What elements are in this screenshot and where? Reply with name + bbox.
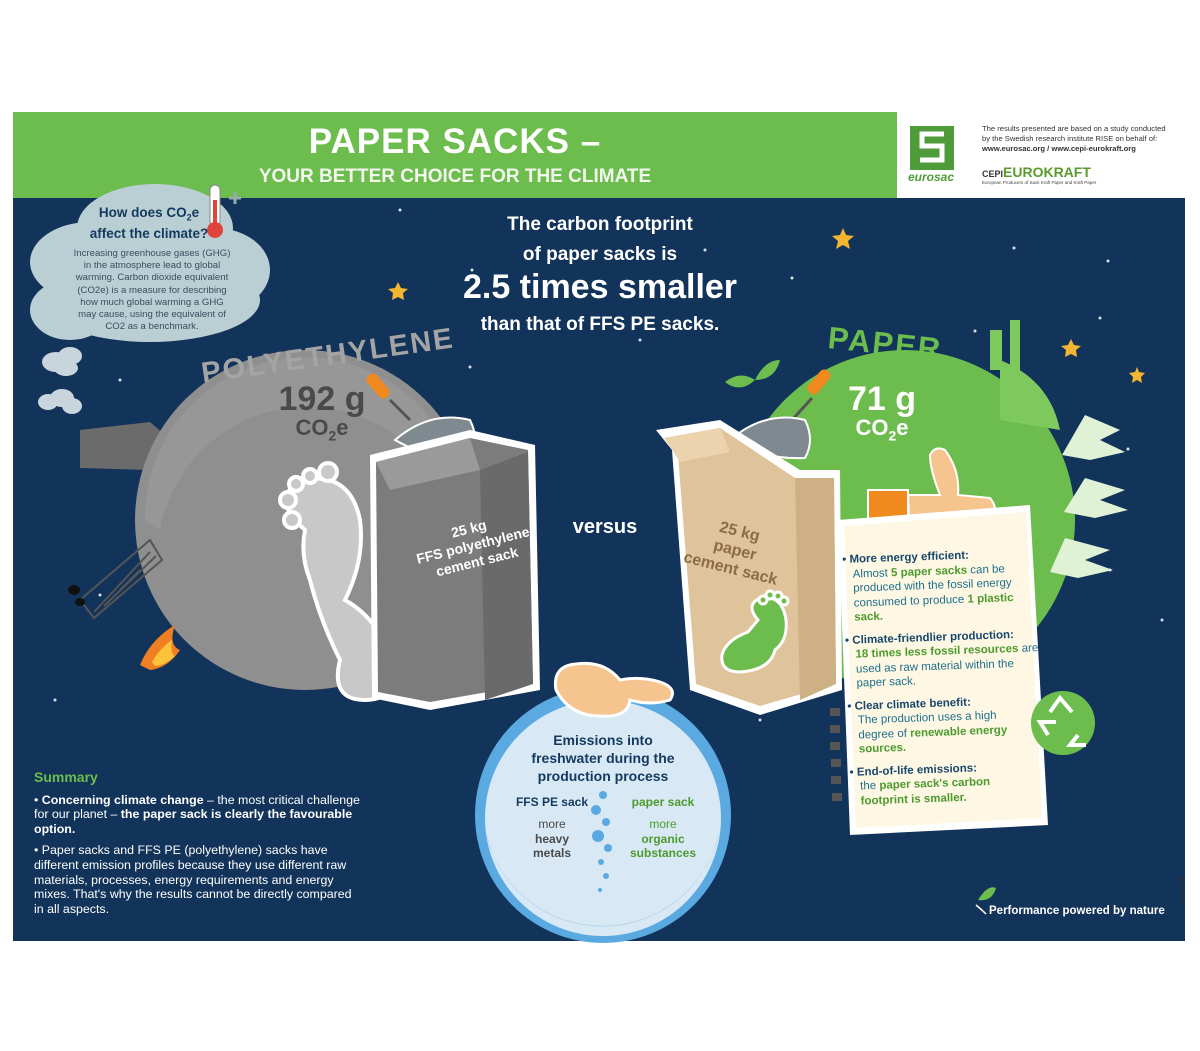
date-stamp: June 2018 [1180, 876, 1186, 905]
credit-line-2: by the Swedish research institute RISE o… [982, 134, 1158, 143]
bubble-line: Increasing greenhouse gases (GHG) [73, 248, 231, 259]
cepi-name: EUROKRAFT [1003, 164, 1091, 180]
headline-big: 2.5 times smaller [462, 268, 738, 306]
main-title: PAPER SACKS – [308, 122, 602, 161]
tagline: Performance powered by nature [989, 905, 1165, 917]
smoke-clouds [38, 347, 82, 414]
freshwater-paper-value-line: substances [629, 846, 697, 860]
notepad [830, 505, 1048, 835]
benefit-text: The production uses a high degree of ren… [857, 709, 1008, 756]
paper-unit: CO2e [832, 415, 932, 443]
polyethylene-sack-icon [370, 430, 540, 710]
versus-label: versus [572, 516, 638, 538]
freshwater-pe-head: FFS PE sack [515, 795, 589, 809]
benefit-item: • End-of-life emissions: the paper sack'… [849, 758, 1050, 808]
bubble-line: may cause, using the equivalent of [78, 309, 226, 321]
leaf-icon [975, 887, 996, 915]
pe-unit-e: e [336, 415, 349, 440]
green-footprint-icon [720, 589, 790, 674]
polyethylene-unit: CO2e [272, 415, 372, 443]
study-credit: The results presented are based on a stu… [982, 124, 1187, 154]
benefit-item: • Climate-friendlier production: 18 time… [845, 626, 1047, 691]
summary-point-2: • Paper sacks and FFS PE (polyethylene) … [34, 843, 352, 916]
paper-sack-icon [656, 420, 842, 715]
freshwater-paper-head: paper sack [631, 795, 695, 809]
bubble-line: warming. Carbon dioxide equivalent [75, 272, 229, 284]
bubble-title-line2: affect the climate? [89, 225, 209, 241]
star-icon [1129, 367, 1145, 383]
bubble-line: in the atmosphere lead to global [83, 260, 221, 272]
credit-urls: www.eurosac.org / www.cepi-eurokraft.org [982, 144, 1136, 153]
water-bubbles [591, 791, 612, 892]
freshwater-pe-value: heavy metals [510, 832, 594, 860]
bubble-body: Increasing greenhouse gases (GHG) in the… [52, 248, 252, 333]
star-icon [388, 282, 408, 300]
flame-icon [140, 625, 180, 670]
star-icon [1061, 339, 1081, 357]
headline-line-1: The carbon footprint [507, 214, 693, 235]
freshwater-globe [475, 687, 731, 943]
freshwater-paper-value: organic substances [617, 832, 709, 860]
tree-icons [1050, 415, 1128, 578]
freshwater-paper-value-line: organic [641, 832, 685, 846]
pe-unit-sub: 2 [328, 427, 337, 444]
freshwater-paper-more: more [649, 817, 677, 831]
recycle-icon [1031, 691, 1095, 755]
cepi-prefix: CEPI [982, 169, 1004, 179]
eurosac-logo-text: eurosac [908, 170, 955, 184]
pe-unit-co: CO [295, 415, 329, 440]
paper-unit-e: e [896, 415, 909, 440]
freshwater-pe-more: more [538, 817, 566, 831]
cepi-logo: CEPIEUROKRAFT [982, 164, 1091, 182]
headline-line-3: than that of FFS PE sacks. [480, 314, 720, 335]
cepi-subtitle: European Producers of Sack Kraft Paper a… [982, 180, 1097, 185]
paper-unit-sub: 2 [888, 427, 897, 444]
main-subtitle: YOUR BETTER CHOICE FOR THE CLIMATE [258, 166, 652, 187]
bubble-title: How does CO2e affect the climate? [44, 205, 254, 242]
thought-bubble [30, 184, 270, 342]
leaf-sprout-icon [725, 360, 780, 388]
bubble-line: (CO2e) is a measure for describing [77, 284, 227, 296]
freshwater-pe-value-line: heavy [534, 832, 570, 846]
polyethylene-value: 192 g [278, 380, 366, 418]
paper-value: 71 g [847, 380, 917, 418]
oil-rig-icon [78, 538, 164, 620]
hand-icon [553, 661, 674, 718]
summary-heading: Summary [34, 769, 98, 785]
benefits-list: • More energy efficient: Almost 5 paper … [842, 546, 1051, 817]
summary-section: Summary • Concerning climate change – th… [34, 770, 364, 923]
bubble-title-sub: 2 [186, 212, 192, 223]
benefit-text: 18 times less fossil resources are used … [855, 642, 1039, 690]
benefit-text: the paper sack's carbon footprint is sma… [859, 775, 991, 807]
freshwater-pe-value-line: metals [532, 846, 572, 860]
bubble-line: CO2 as a benchmark. [105, 321, 199, 333]
benefit-item: • Clear climate benefit: The production … [847, 692, 1049, 757]
header-banner [13, 112, 897, 198]
freshwater-title-line: Emissions into [553, 732, 653, 748]
headline-line-2: of paper sacks is [522, 244, 678, 265]
star-icons [388, 228, 1145, 383]
paper-unit-co: CO [855, 415, 889, 440]
benefit-text: Almost 5 paper sacks can be produced wit… [852, 562, 1014, 624]
freshwater-title-line: freshwater during the [531, 750, 675, 766]
benefit-item: • More energy efficient: Almost 5 paper … [842, 546, 1044, 625]
notepad-binding [830, 708, 842, 801]
bubble-line: how much global warming a GHG [80, 296, 224, 308]
bubble-title-e: e [191, 205, 200, 220]
freshwater-title-line: production process [537, 768, 669, 784]
thermometer-icon [207, 184, 241, 238]
freshwater-title: Emissions into freshwater during the pro… [503, 731, 703, 785]
bubble-title-co: How does CO [98, 205, 187, 220]
eurosac-logo-icon [910, 126, 954, 170]
star-icon [832, 228, 854, 249]
credit-line-1: The results presented are based on a stu… [982, 124, 1166, 133]
summary-point-1: • Concerning climate change – the most c… [34, 792, 360, 836]
grey-footprint-icon [278, 461, 395, 703]
